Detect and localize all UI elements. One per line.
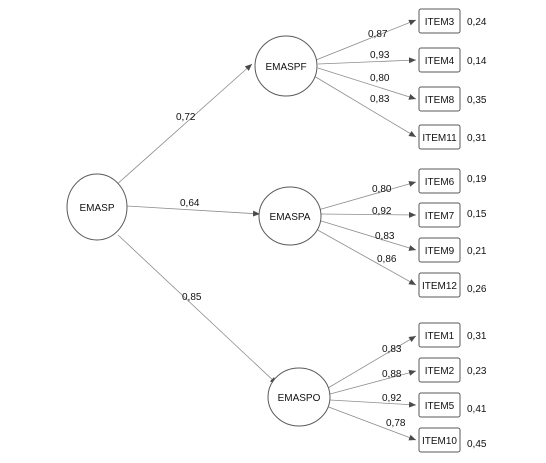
item-loading-label: 0,92 bbox=[382, 393, 402, 404]
item-loading-label: 0,88 bbox=[382, 369, 402, 380]
item-node: ITEM10 bbox=[418, 427, 461, 453]
item-loading-label: 0,92 bbox=[372, 206, 392, 217]
item-label: ITEM2 bbox=[425, 366, 455, 377]
item-label: ITEM5 bbox=[425, 401, 455, 412]
item-node: ITEM1 bbox=[418, 322, 461, 348]
item-error-label: 0,19 bbox=[467, 174, 487, 185]
item-node: ITEM6 bbox=[418, 168, 461, 194]
item-label: ITEM8 bbox=[425, 95, 455, 106]
factor-label: EMASPF bbox=[265, 62, 306, 73]
item-box bbox=[418, 322, 461, 348]
item-loading-label: 0,83 bbox=[375, 231, 395, 242]
edge-root-factor-2 bbox=[126, 205, 261, 217]
item-node: ITEM8 bbox=[418, 86, 461, 112]
edge-factor-3-item-4 bbox=[325, 405, 417, 441]
edge-factor-2-item-4 bbox=[313, 227, 417, 286]
item-loading-label: 0,93 bbox=[370, 50, 390, 61]
edge-factor-2-item-1 bbox=[317, 181, 417, 211]
item-label: ITEM12 bbox=[422, 281, 457, 292]
edge-factor-1-item-2 bbox=[317, 57, 417, 65]
item-error-label: 0,14 bbox=[467, 56, 487, 67]
factor-loading-label: 0,72 bbox=[176, 112, 196, 123]
item-label: ITEM4 bbox=[425, 56, 455, 67]
item-node: ITEM2 bbox=[418, 357, 461, 383]
item-label: ITEM1 bbox=[425, 331, 455, 342]
edge-factor-2-item-3 bbox=[317, 219, 417, 251]
item-error-label: 0,41 bbox=[467, 404, 487, 415]
item-error-label: 0,35 bbox=[467, 95, 487, 106]
item-box bbox=[418, 357, 461, 383]
item-label: ITEM11 bbox=[422, 133, 457, 144]
edge-factor-3-item-1 bbox=[327, 335, 417, 389]
factor-node-1: EMASPF bbox=[254, 35, 318, 97]
item-label: ITEM7 bbox=[425, 211, 455, 222]
item-node: ITEM5 bbox=[418, 392, 461, 418]
item-loading-label: 0,78 bbox=[386, 418, 406, 429]
root-edges bbox=[114, 63, 278, 385]
item-loading-label: 0,83 bbox=[370, 94, 390, 105]
item-node: ITEM3 bbox=[418, 8, 461, 34]
factor-node-2: EMASPA bbox=[258, 186, 322, 246]
factor-ellipse bbox=[254, 35, 318, 97]
edge-root-factor-1 bbox=[114, 63, 253, 187]
item-box bbox=[418, 124, 461, 150]
item-node: ITEM4 bbox=[418, 47, 461, 73]
root-ellipse bbox=[66, 173, 128, 241]
item-error-label: 0,45 bbox=[467, 439, 487, 450]
item-box bbox=[418, 272, 461, 298]
item-loading-label: 0,87 bbox=[368, 29, 388, 40]
factor-node-3: EMASPO bbox=[267, 367, 331, 427]
item-label: ITEM10 bbox=[422, 436, 457, 447]
item-node: ITEM11 bbox=[418, 124, 461, 150]
factor-ellipse bbox=[267, 367, 331, 427]
item-box bbox=[418, 47, 461, 73]
item-box bbox=[418, 8, 461, 34]
item-node: ITEM7 bbox=[418, 202, 461, 228]
item-box bbox=[418, 392, 461, 418]
item-edges bbox=[313, 19, 417, 441]
factor-loading-label: 0,64 bbox=[180, 198, 200, 209]
item-error-label: 0,15 bbox=[467, 209, 487, 220]
item-box bbox=[418, 168, 461, 194]
item-label: ITEM9 bbox=[425, 246, 455, 257]
item-loading-label: 0,80 bbox=[372, 184, 392, 195]
item-error-label: 0,23 bbox=[467, 366, 487, 377]
factor-ellipse bbox=[258, 186, 322, 246]
factor-label: EMASPO bbox=[278, 393, 321, 404]
edge-factor-1-item-4 bbox=[313, 75, 417, 138]
item-error-label: 0,26 bbox=[467, 284, 487, 295]
item-error-label: 0,21 bbox=[467, 246, 487, 257]
edge-factor-1-item-3 bbox=[317, 67, 417, 100]
item-label: ITEM6 bbox=[425, 177, 455, 188]
item-box bbox=[418, 237, 461, 263]
edge-factor-3-item-2 bbox=[329, 369, 417, 395]
root-node: EMASP bbox=[66, 173, 128, 241]
root-label: EMASP bbox=[79, 203, 114, 214]
edge-root-factor-3 bbox=[117, 234, 278, 385]
item-loading-label: 0,83 bbox=[382, 344, 402, 355]
item-error-label: 0,31 bbox=[467, 331, 487, 342]
item-error-label: 0,31 bbox=[467, 133, 487, 144]
item-error-label: 0,24 bbox=[467, 17, 487, 28]
factor-label: EMASPA bbox=[270, 212, 311, 223]
item-node: ITEM9 bbox=[418, 237, 461, 263]
item-loading-label: 0,86 bbox=[377, 254, 397, 265]
item-loading-label: 0,80 bbox=[370, 73, 390, 84]
factor-loading-label: 0,85 bbox=[182, 292, 202, 303]
edge-factor-3-item-3 bbox=[329, 399, 417, 408]
item-label: ITEM3 bbox=[425, 17, 455, 28]
item-node: ITEM12 bbox=[418, 272, 461, 298]
edge-factor-2-item-2 bbox=[319, 211, 417, 218]
item-box bbox=[418, 86, 461, 112]
item-box bbox=[418, 202, 461, 228]
edge-factor-1-item-1 bbox=[315, 19, 417, 61]
item-box bbox=[418, 427, 461, 453]
